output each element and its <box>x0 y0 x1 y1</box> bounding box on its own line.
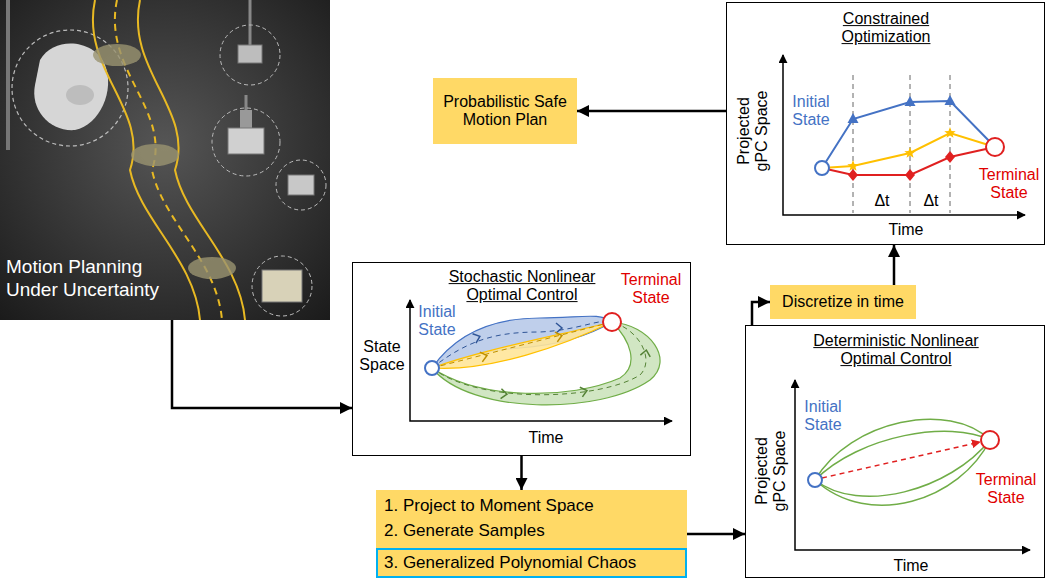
knot-marker <box>848 169 858 181</box>
keep-out-circle <box>252 256 312 316</box>
panel-heading: Constrained Optimization <box>821 10 951 46</box>
sample-curve <box>815 440 990 505</box>
panel-heading: Deterministic Nonlinear Optimal Control <box>804 332 989 368</box>
chart-panel: Constrained OptimizationProjected gPC Sp… <box>726 2 1045 245</box>
flow-arrow <box>520 456 523 490</box>
box-label: Probabilistic Safe Motion Plan <box>439 93 571 130</box>
deterministic-chart <box>795 380 1030 550</box>
initial-state-dot <box>815 161 829 175</box>
state-label: Initial State <box>786 93 836 129</box>
uncertainty-ellipse <box>188 257 236 279</box>
terminal-state-dot <box>981 431 999 449</box>
satellite <box>262 270 302 302</box>
axis-label: State Space <box>357 338 407 374</box>
flow-chevron <box>640 349 651 357</box>
axis-label: Time <box>889 221 924 239</box>
mean-path <box>432 321 612 368</box>
chart-axes <box>410 300 672 421</box>
state-label: Initial State <box>798 398 848 434</box>
axis-label: Time <box>894 557 929 575</box>
flow-arrow <box>752 302 770 325</box>
mean-path <box>822 442 980 478</box>
flow-arrow <box>893 245 896 285</box>
satellite-top <box>240 110 252 128</box>
uncertainty-band <box>432 322 612 368</box>
list-item: 2. Generate Samples <box>384 518 679 543</box>
pole <box>6 0 10 150</box>
step-label: Δt <box>874 192 889 210</box>
keep-out-circle <box>276 160 326 210</box>
mean-path <box>432 322 612 368</box>
box-label: Discretize in time <box>782 293 904 311</box>
flow-chevron <box>501 389 508 399</box>
flow-chevron <box>473 332 482 343</box>
chart-axes <box>783 55 1025 215</box>
flow-chevron <box>580 386 588 397</box>
chart-panel: Stochastic Nonlinear Optimal ControlStat… <box>352 262 691 456</box>
photo-panel: Motion Planning Under Uncertainty <box>0 0 330 320</box>
uncertainty-ellipse <box>131 144 179 166</box>
mean-path <box>432 322 646 395</box>
time-step-line <box>910 75 911 213</box>
knot-marker <box>904 147 915 158</box>
highlight-box: 3. Generalized Polynomial Chaos <box>376 548 687 578</box>
asteroid-shade <box>66 85 94 105</box>
flow-chevron <box>555 331 563 342</box>
initial-state-dot <box>425 361 439 375</box>
photo-ground <box>0 0 330 320</box>
chart-axes <box>795 380 1030 550</box>
initial-state-dot <box>808 473 822 487</box>
state-label: Initial State <box>412 303 462 339</box>
stochastic-chart <box>410 300 672 421</box>
panel-heading: Stochastic Nonlinear Optimal Control <box>435 268 610 304</box>
time-step-line <box>853 75 854 213</box>
knot-marker <box>905 169 915 181</box>
knot-marker <box>945 95 956 105</box>
trajectory-line <box>822 133 995 168</box>
knot-marker <box>945 151 955 163</box>
step-label: Δt <box>923 192 938 210</box>
axis-label: Projected gPC Space <box>735 86 771 176</box>
keep-out-circle <box>220 25 280 85</box>
photo-caption: Motion Planning Under Uncertainty <box>6 256 184 302</box>
keep-out-circle <box>212 108 280 176</box>
list-item: 3. Generalized Polynomial Chaos <box>384 553 636 573</box>
axis-label: Projected gPC Space <box>753 426 789 516</box>
state-label: Terminal State <box>618 271 684 307</box>
knot-marker <box>848 113 859 123</box>
terminal-state-dot <box>603 313 621 331</box>
process-box: Discretize in time <box>770 285 916 319</box>
satellite <box>228 128 264 154</box>
knot-marker <box>905 96 916 106</box>
uncertainty-band <box>432 316 612 368</box>
constrained-chart <box>783 55 1025 215</box>
flow-chevron <box>556 323 562 333</box>
satellite <box>288 175 314 195</box>
flow-arrow <box>687 533 745 536</box>
step-list-box: 1. Project to Moment Space2. Generate Sa… <box>376 490 687 578</box>
knot-marker <box>944 127 955 138</box>
state-label: Terminal State <box>976 166 1042 202</box>
state-label: Terminal State <box>973 471 1039 507</box>
satellite <box>238 45 262 63</box>
photo-illustration <box>0 0 330 320</box>
list-item: 1. Project to Moment Space <box>384 493 679 518</box>
chart-panel: Deterministic Nonlinear Optimal ControlP… <box>745 325 1045 578</box>
flow-chevron <box>480 351 488 362</box>
process-box: Probabilistic Safe Motion Plan <box>433 78 577 144</box>
trajectory-line <box>822 101 995 168</box>
flow-arrow <box>172 320 352 408</box>
satellite-mast <box>249 0 252 45</box>
terminal-state-dot <box>986 138 1004 156</box>
flow-arrow <box>577 110 726 113</box>
axis-label: Time <box>529 429 564 447</box>
sample-curve <box>815 440 990 496</box>
uncertainty-ellipse <box>93 44 141 66</box>
